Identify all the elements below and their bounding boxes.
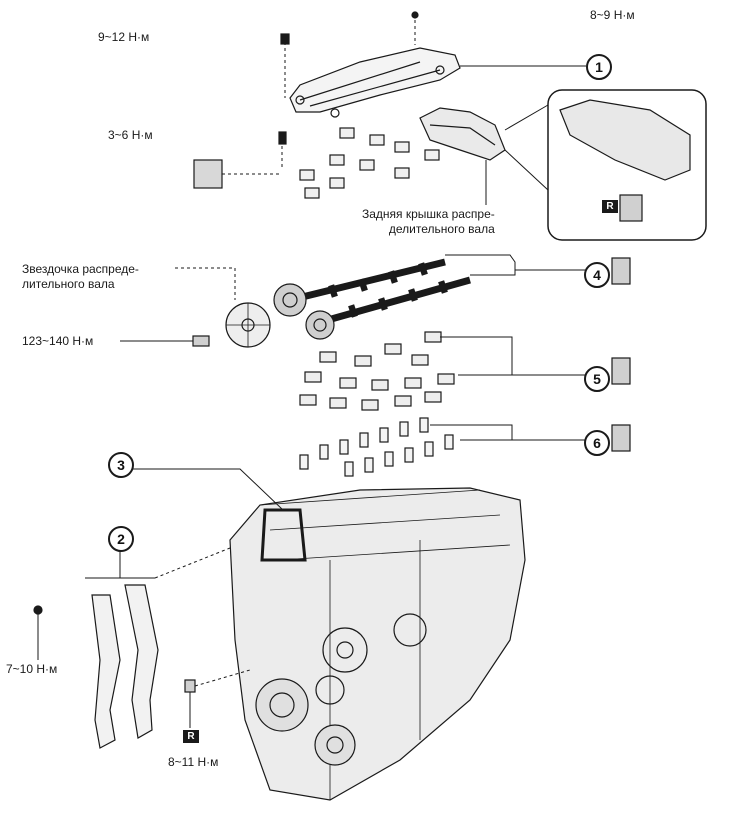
torque-sprocket-bolt: 123~140 Н·м <box>22 334 94 348</box>
callout-2: 2 <box>108 526 134 552</box>
timing-chain-covers <box>91 584 159 749</box>
rocker-arms <box>299 331 455 411</box>
callout-4: 4 <box>584 262 610 288</box>
bearing-caps <box>299 127 440 199</box>
hydraulic-lash-adjusters <box>299 417 454 477</box>
torque-cover-bolt: 7~10 Н·м <box>6 662 58 676</box>
torque-lower-bolt: 8~11 Н·м <box>168 755 219 769</box>
camshafts <box>289 258 471 329</box>
callout-1: 1 <box>586 54 612 80</box>
camshaft-sprockets <box>225 283 335 348</box>
torque-head-cover-bolt: 8~9 Н·м <box>590 8 635 22</box>
engine-block <box>229 487 526 801</box>
callout-6: 6 <box>584 430 610 456</box>
torque-head-cover-stud: 9~12 Н·м <box>98 30 150 44</box>
label-rear-camshaft-cover: Задняя крышка распре- делительного вала <box>362 207 495 236</box>
callout-3: 3 <box>108 452 134 478</box>
reuse-badge-lower: R <box>183 730 199 743</box>
torque-bearing-cap: 3~6 Н·м <box>108 128 153 142</box>
cylinder-head-cover <box>289 47 461 118</box>
reuse-badge-inset: R <box>602 200 618 213</box>
callout-5: 5 <box>584 366 610 392</box>
label-camshaft-sprocket: Звездочка распреде- лительного вала <box>22 262 139 291</box>
